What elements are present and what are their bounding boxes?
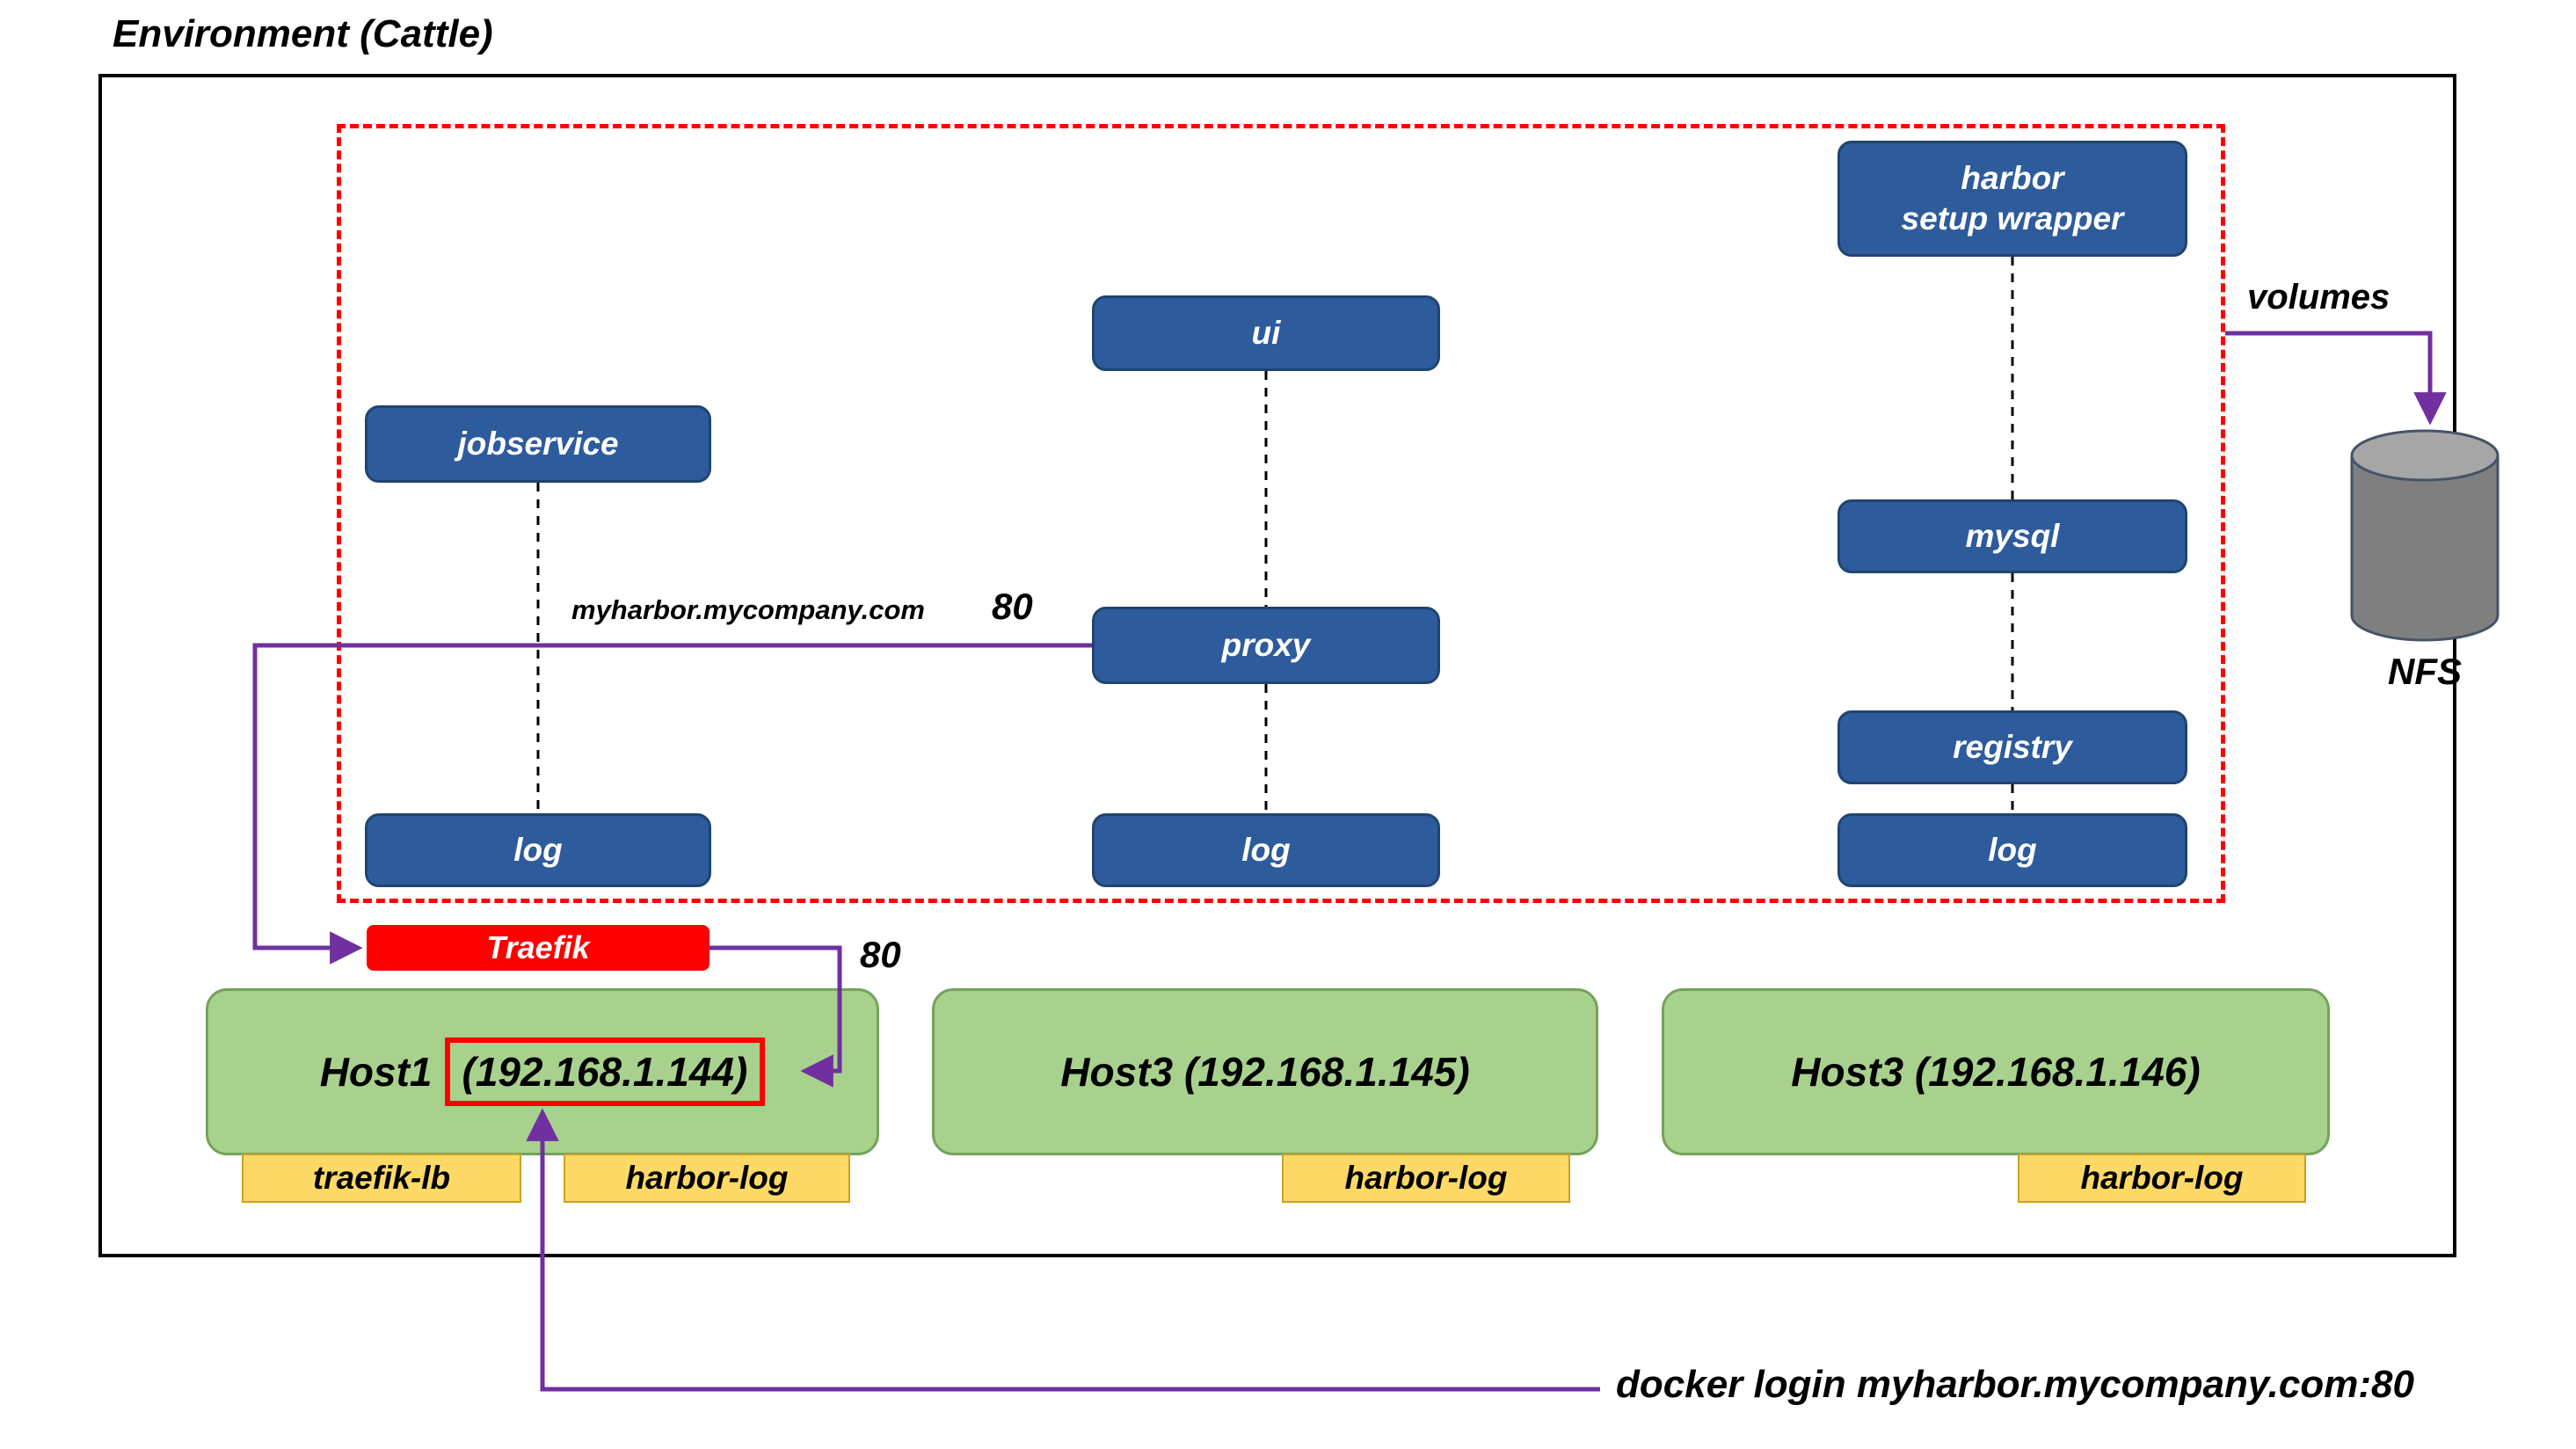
tag-harbor-log-host3: harbor-log <box>2018 1154 2306 1203</box>
host-3: Host3 (192.168.1.146) <box>1662 988 2330 1155</box>
volumes-label: volumes <box>2247 278 2390 317</box>
service-harbor-setup-wrapper: harbor setup wrapper <box>1837 141 2187 257</box>
host-1-name: Host1 <box>319 1049 433 1095</box>
tag-harbor-log-host2: harbor-log <box>1282 1154 1570 1203</box>
harbor-stack-dashed-boundary <box>337 124 2225 903</box>
service-jobservice: jobservice <box>365 405 711 483</box>
nfs-label: NFS <box>2388 651 2462 692</box>
docker-login-label: docker login myharbor.mycompany.com:80 <box>1616 1363 2414 1406</box>
host-2: Host3 (192.168.1.145) <box>932 988 1598 1155</box>
service-proxy: proxy <box>1092 607 1440 684</box>
service-registry: registry <box>1837 710 2187 784</box>
tag-harbor-log-host1: harbor-log <box>564 1154 850 1203</box>
route-domain-label: myharbor.mycompany.com <box>571 594 925 625</box>
traefik-box: Traefik <box>367 925 709 971</box>
service-log-right: log <box>1837 813 2187 887</box>
route-port-label: 80 <box>992 586 1033 627</box>
service-log-left: log <box>365 813 711 887</box>
lb-port-label: 80 <box>860 934 901 975</box>
service-ui: ui <box>1092 295 1440 371</box>
service-harbor-setup-wrapper-line1: harbor <box>1961 159 2064 196</box>
host-1: Host1 (192.168.1.144) <box>206 988 879 1155</box>
environment-title: Environment (Cattle) <box>113 12 493 55</box>
host-1-ip-highlight: (192.168.1.144) <box>444 1038 766 1106</box>
service-mysql: mysql <box>1837 499 2187 573</box>
service-log-center: log <box>1092 813 1440 887</box>
service-harbor-setup-wrapper-line2: setup wrapper <box>1901 200 2124 237</box>
tag-traefik-lb: traefik-lb <box>242 1154 521 1203</box>
